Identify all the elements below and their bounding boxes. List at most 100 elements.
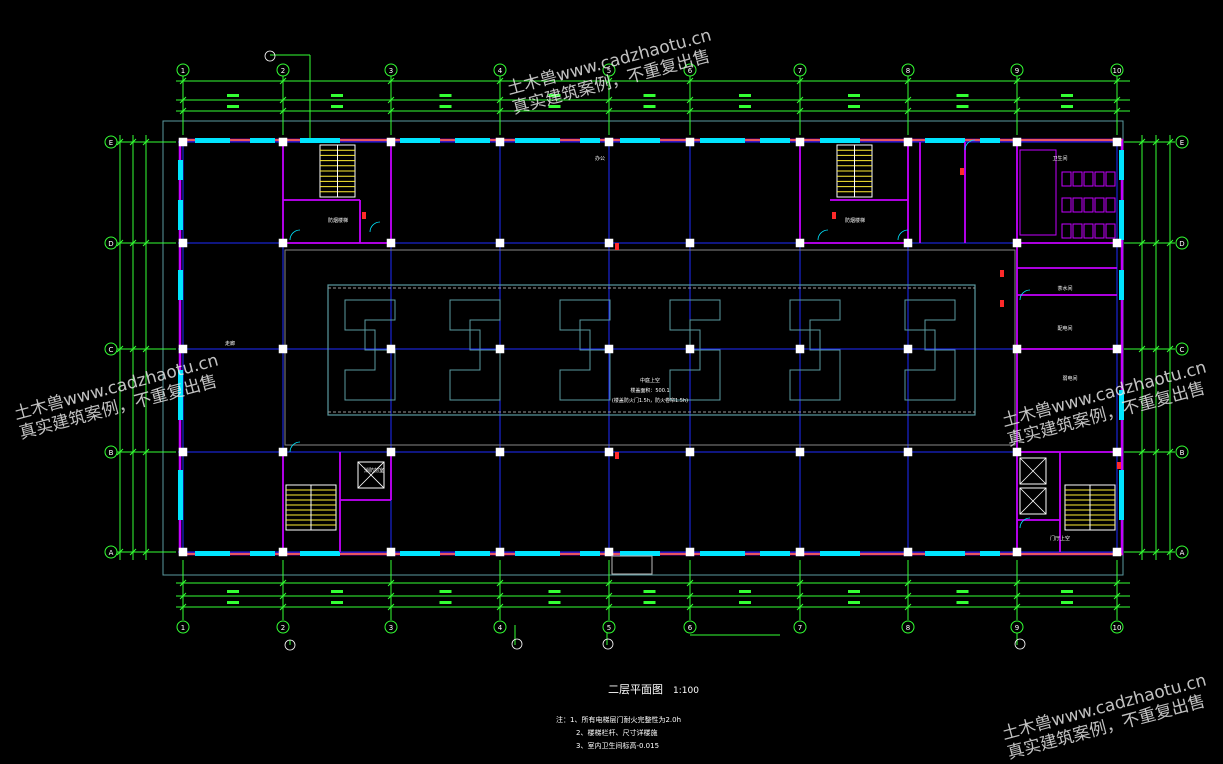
axis-label-8: 8	[906, 624, 910, 632]
dim-text-mark	[643, 601, 656, 604]
structural-column	[1012, 547, 1022, 557]
dim-tick	[129, 138, 137, 146]
window-left	[178, 470, 183, 520]
structural-column	[604, 447, 614, 457]
dim-tick	[179, 96, 187, 104]
axis-bubble-6	[683, 63, 697, 77]
dim-text-mark	[331, 590, 343, 593]
drawing-title-text: 二层平面图	[608, 683, 663, 696]
dim-tick	[387, 107, 395, 115]
axis-bubble-E	[1175, 135, 1189, 149]
axis-bubble-10	[1110, 620, 1124, 634]
fire-hydrant	[1117, 462, 1121, 469]
window-bottom	[925, 551, 965, 556]
dim-tick	[129, 548, 137, 556]
window-top	[250, 138, 275, 143]
fire-hydrant	[615, 243, 619, 250]
drawing-scale: 1:100	[673, 686, 699, 696]
dim-text-mark	[643, 590, 656, 593]
axis-bubble-3	[384, 63, 398, 77]
structural-column	[604, 547, 614, 557]
dim-text-mark	[739, 590, 751, 593]
window-bottom	[195, 551, 230, 556]
fire-hydrant	[832, 212, 836, 219]
dim-tick	[387, 592, 395, 600]
dim-tick	[605, 592, 613, 600]
structural-column	[178, 137, 188, 147]
dim-tick	[1166, 448, 1174, 456]
dim-text-mark	[643, 94, 656, 97]
window-bottom	[820, 551, 860, 556]
door-swing	[289, 441, 301, 453]
axis-bubble-9	[1010, 63, 1024, 77]
structural-column	[604, 238, 614, 248]
door-swing	[897, 229, 909, 241]
axis-label-C: C	[1180, 346, 1185, 354]
dim-tick	[1152, 345, 1160, 353]
dim-tick	[387, 96, 395, 104]
structural-column	[1112, 447, 1122, 457]
dim-tick	[796, 77, 804, 85]
dim-tick	[1013, 77, 1021, 85]
elevator-shaft	[1019, 457, 1047, 485]
structural-column	[386, 137, 396, 147]
dim-tick	[1013, 592, 1021, 600]
dim-text-mark	[848, 105, 860, 108]
callout-bubble	[264, 50, 276, 62]
axis-bubble-B	[1175, 445, 1189, 459]
columns	[178, 137, 1122, 557]
room-label: 防烟楼梯	[328, 217, 348, 224]
toilet-stall	[1105, 223, 1116, 239]
door-swing	[1019, 289, 1031, 301]
fire-hydrant	[960, 168, 964, 175]
dim-tick	[496, 96, 504, 104]
dim-tick	[1152, 239, 1160, 247]
dim-tick	[387, 579, 395, 587]
note-1: 注：1、所有电梯层门耐火完整性为2.0h	[556, 716, 682, 724]
toilet-stall	[1061, 197, 1072, 213]
dim-tick	[904, 579, 912, 587]
dim-text-mark	[331, 105, 343, 108]
dim-tick	[605, 107, 613, 115]
window-bottom	[980, 551, 1000, 556]
window-right	[1119, 470, 1124, 520]
axis-bubble-1	[176, 63, 190, 77]
dimension-lines	[116, 50, 1175, 651]
window-right	[1119, 270, 1124, 300]
axis-label-E: E	[1180, 139, 1184, 147]
axis-label-B: B	[1180, 449, 1185, 457]
structural-column	[903, 238, 913, 248]
toilet-stall	[1072, 223, 1083, 239]
entrance-canopy	[611, 555, 653, 575]
window-top	[515, 138, 560, 143]
toilet-stall	[1105, 171, 1116, 187]
dim-tick	[1113, 592, 1121, 600]
axis-bubble-1	[176, 620, 190, 634]
axis-label-7: 7	[798, 624, 802, 632]
axis-bubble-4	[493, 620, 507, 634]
dim-tick	[142, 448, 150, 456]
door-swing	[1019, 517, 1031, 529]
window-left	[178, 370, 183, 420]
room-label: 茶水间	[1057, 285, 1072, 292]
window-top	[820, 138, 860, 143]
stairs	[285, 144, 1116, 531]
room-label: 门厅上空	[1050, 535, 1070, 542]
axis-bubble-8	[901, 620, 915, 634]
dim-tick	[686, 96, 694, 104]
axis-label-10: 10	[1113, 624, 1122, 632]
structural-column	[685, 344, 695, 354]
atrium-pattern	[344, 299, 396, 401]
fire-hydrant	[1000, 270, 1004, 277]
dim-tick	[179, 77, 187, 85]
dim-text-mark	[548, 94, 561, 97]
structural-column	[903, 344, 913, 354]
axis-bubble-B	[104, 445, 118, 459]
window-bottom	[400, 551, 440, 556]
dim-tick	[904, 107, 912, 115]
dim-tick	[904, 77, 912, 85]
axis-bubble-5	[602, 620, 616, 634]
dim-tick	[796, 107, 804, 115]
room-label: 走廊	[225, 340, 235, 347]
